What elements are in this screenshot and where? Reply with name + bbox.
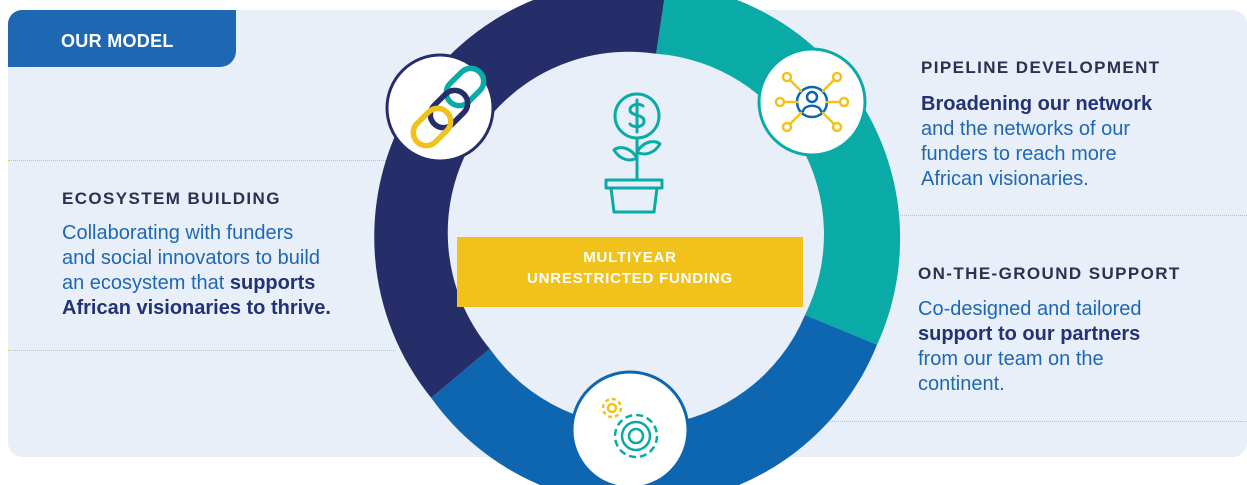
ecosystem-line3-plain: an ecosystem that — [62, 272, 230, 294]
divider-right-top — [874, 215, 1247, 216]
center-label-line2: UNRESTRICTED FUNDING — [527, 270, 733, 287]
ecosystem-line4: African visionaries to thrive. — [62, 296, 392, 321]
network-person-icon — [774, 71, 850, 133]
pipeline-title: PIPELINE DEVELOPMENT — [921, 58, 1161, 77]
pipeline-line2: and the networks of our — [921, 118, 1131, 140]
center-funding-label: MULTIYEAR UNRESTRICTED FUNDING — [457, 247, 803, 289]
ecosystem-title: ECOSYSTEM BUILDING — [62, 189, 281, 208]
support-line4: continent. — [918, 373, 1005, 395]
ecosystem-line3: an ecosystem that supports — [62, 271, 392, 296]
ecosystem-line1: Collaborating with funders — [62, 222, 294, 244]
divider-left-bottom — [8, 350, 396, 351]
ecosystem-body: Collaborating with funders and social in… — [62, 221, 392, 321]
ecosystem-line4-bold: African visionaries to thrive. — [62, 297, 331, 319]
pipeline-line4: African visionaries. — [921, 168, 1089, 190]
divider-left-top — [8, 160, 396, 161]
support-line1: Co-designed and tailored — [918, 298, 1142, 320]
ring-segment-blue — [431, 315, 877, 485]
pipeline-line3: funders to reach more — [921, 143, 1117, 165]
money-plant-icon — [604, 92, 664, 214]
pipeline-line1-bold: Broadening our network — [921, 93, 1153, 115]
funding-band — [457, 237, 803, 307]
pipeline-line1: Broadening our network — [921, 92, 1231, 117]
center-label-line1: MULTIYEAR — [583, 249, 677, 266]
gears-icon-circle — [570, 370, 690, 485]
pipeline-body: Broadening our network and the networks … — [921, 92, 1231, 192]
gears-icon — [601, 397, 659, 459]
our-model-badge: OUR MODEL — [8, 10, 236, 67]
ecosystem-line2: and social innovators to build — [62, 247, 320, 269]
support-line3: from our team on the — [918, 348, 1104, 370]
support-title: ON-THE-GROUND SUPPORT — [918, 264, 1181, 283]
divider-right-bottom — [805, 421, 1247, 422]
support-line2: support to our partners — [918, 322, 1228, 347]
chain-link-icon — [410, 65, 487, 149]
support-body: Co-designed and tailored support to our … — [918, 297, 1228, 397]
ecosystem-line3-bold: supports — [229, 272, 316, 294]
support-line2-bold: support to our partners — [918, 323, 1141, 345]
